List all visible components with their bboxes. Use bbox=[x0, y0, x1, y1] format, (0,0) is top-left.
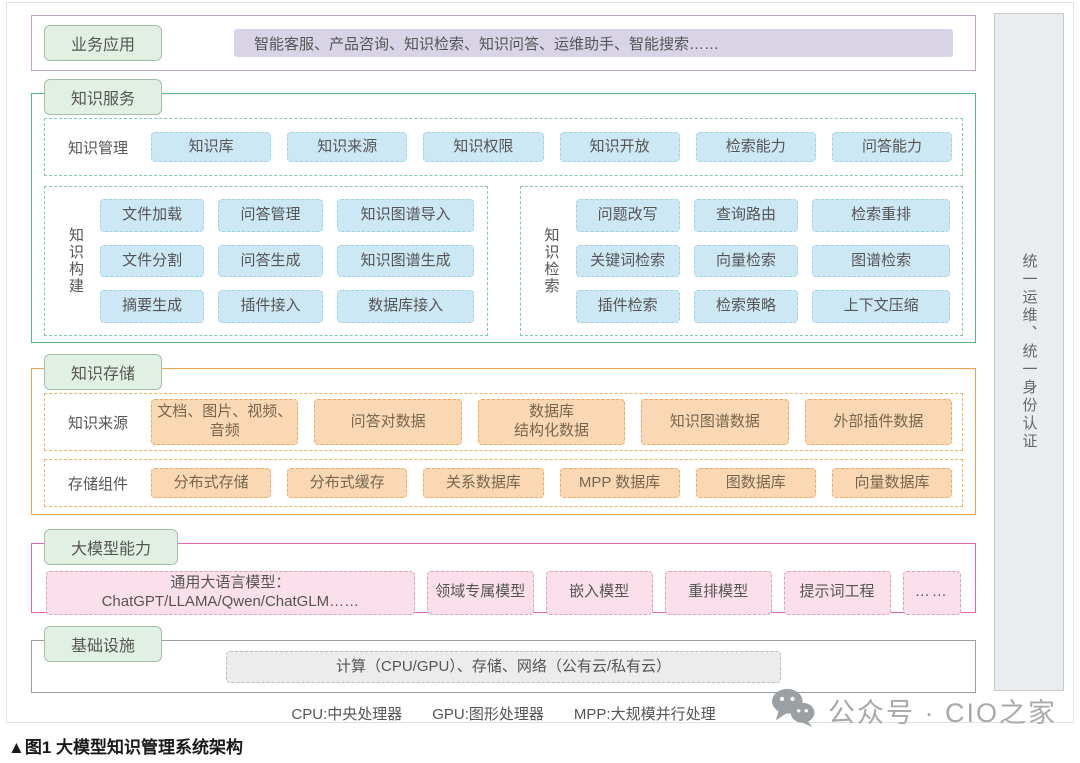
llm-capability-item: 通用大语言模型：ChatGPT/LLAMA/Qwen/ChatGLM…… bbox=[46, 571, 415, 615]
storage-component-item: 图数据库 bbox=[695, 468, 816, 498]
abbreviation-legend: CPU:中央处理器 GPU:图形处理器 MPP:大规模并行处理 bbox=[291, 706, 716, 723]
knowledge-sources-row-label: 知识来源 bbox=[67, 414, 128, 432]
knowledge-management-item: 知识来源 bbox=[287, 132, 408, 162]
storage-components-items: 分布式存储分布式缓存关系数据库 MPP 数据库图数据库向量数据库 bbox=[151, 468, 962, 498]
storage-components-row: 存储组件 分布式存储分布式缓存关系数据库 MPP 数据库图数据库向量数据库 bbox=[44, 459, 963, 507]
unified-ops-identity-bar: 统一运维、统一身份认证 bbox=[994, 13, 1064, 691]
knowledge-management-row-label: 知识管理 bbox=[67, 139, 128, 157]
infrastructure-content: 计算（CPU/GPU）、存储、网络（公有云/私有云） bbox=[226, 651, 781, 683]
storage-component-item: 关系数据库 bbox=[423, 468, 544, 498]
knowledge-management-item: 检索能力 bbox=[695, 132, 816, 162]
knowledge-build-item: 摘要生成 bbox=[100, 290, 205, 323]
knowledge-source-item: 外部插件数据 bbox=[804, 399, 953, 445]
knowledge-retrieval-item: 检索重排 bbox=[812, 199, 950, 232]
knowledge-retrieval-item: 向量检索 bbox=[693, 244, 799, 278]
watermark: 公众号 · CIO之家 bbox=[770, 687, 1057, 734]
knowledge-storage-section: 知识存储 知识来源 文档、图片、视频、 音频问答对数据数据库 结构化数据知识图谱… bbox=[31, 354, 976, 515]
knowledge-retrieval-item: 问题改写 bbox=[575, 199, 680, 232]
knowledge-build-item: 数据库接入 bbox=[336, 290, 475, 323]
knowledge-retrieval-grid: 问题改写查询路由检索重排关键词检索向量检索图谱检索插件检索检索策略上下文压缩 bbox=[575, 199, 951, 323]
storage-component-item: 分布式存储 bbox=[151, 468, 272, 498]
knowledge-sources-row: 知识来源 文档、图片、视频、 音频问答对数据数据库 结构化数据知识图谱数据外部插… bbox=[44, 393, 963, 451]
storage-component-item: 分布式缓存 bbox=[287, 468, 408, 498]
knowledge-retrieval-box: 知识检索 问题改写查询路由检索重排关键词检索向量检索图谱检索插件检索检索策略上下… bbox=[519, 186, 963, 336]
infrastructure-section: 基础设施 计算（CPU/GPU）、存储、网络（公有云/私有云） bbox=[31, 626, 976, 693]
storage-component-item: MPP 数据库 bbox=[559, 468, 680, 498]
figure-caption: ▲图1 大模型知识管理系统架构 bbox=[8, 738, 244, 757]
infrastructure-label: 基础设施 bbox=[44, 626, 163, 662]
knowledge-management-item: 知识权限 bbox=[423, 132, 544, 162]
watermark-text: 公众号 · CIO之家 bbox=[828, 698, 1057, 728]
wechat-icon bbox=[770, 687, 816, 734]
llm-capability-label: 大模型能力 bbox=[44, 529, 179, 565]
knowledge-build-grid: 文件加载问答管理知识图谱导入文件分割问答生成知识图谱生成摘要生成插件接入数据库接… bbox=[100, 199, 475, 323]
storage-component-item: 向量数据库 bbox=[831, 468, 953, 498]
knowledge-retrieval-item: 图谱检索 bbox=[812, 244, 950, 278]
knowledge-source-item: 知识图谱数据 bbox=[641, 399, 789, 445]
knowledge-build-item: 文件加载 bbox=[100, 199, 205, 232]
diagram-main-column: 业务应用 智能客服、产品咨询、知识检索、知识问答、运维助手、智能搜索…… 知识服… bbox=[31, 15, 976, 693]
business-application-section: 业务应用 智能客服、产品咨询、知识检索、知识问答、运维助手、智能搜索…… bbox=[31, 15, 976, 71]
knowledge-management-item: 知识开放 bbox=[559, 132, 680, 162]
knowledge-build-item: 文件分割 bbox=[100, 244, 205, 278]
knowledge-build-item: 知识图谱生成 bbox=[336, 244, 475, 278]
knowledge-retrieval-item: 查询路由 bbox=[693, 199, 799, 232]
unified-ops-identity-text: 统一运维、统一身份认证 bbox=[1020, 253, 1038, 451]
knowledge-build-box: 知识构建 文件加载问答管理知识图谱导入文件分割问答生成知识图谱生成摘要生成插件接… bbox=[44, 186, 488, 336]
llm-capability-item: 领域专属模型 bbox=[426, 571, 534, 615]
knowledge-build-item: 问答管理 bbox=[218, 199, 323, 232]
knowledge-build-label: 知识构建 bbox=[67, 227, 84, 295]
storage-components-row-label: 存储组件 bbox=[67, 475, 128, 493]
business-application-label: 业务应用 bbox=[44, 25, 163, 61]
service-sub-sections: 知识构建 文件加载问答管理知识图谱导入文件分割问答生成知识图谱生成摘要生成插件接… bbox=[44, 186, 963, 336]
knowledge-source-item: 问答对数据 bbox=[314, 399, 462, 445]
knowledge-management-item: 问答能力 bbox=[831, 132, 953, 162]
knowledge-retrieval-item: 上下文压缩 bbox=[812, 290, 950, 323]
knowledge-retrieval-item: 插件检索 bbox=[575, 290, 680, 323]
knowledge-service-label: 知识服务 bbox=[44, 79, 163, 115]
knowledge-build-item: 问答生成 bbox=[218, 244, 323, 278]
knowledge-retrieval-item: 关键词检索 bbox=[575, 244, 680, 278]
knowledge-management-items: 知识库知识来源知识权限知识开放检索能力问答能力 bbox=[151, 132, 962, 162]
knowledge-source-item: 数据库 结构化数据 bbox=[477, 399, 626, 445]
llm-capability-item: …… bbox=[902, 571, 961, 615]
business-application-content: 智能客服、产品咨询、知识检索、知识问答、运维助手、智能搜索…… bbox=[234, 29, 953, 57]
llm-capability-item: 提示词工程 bbox=[783, 571, 891, 615]
knowledge-management-row: 知识管理 知识库知识来源知识权限知识开放检索能力问答能力 bbox=[44, 118, 963, 176]
llm-capability-items: 通用大语言模型：ChatGPT/LLAMA/Qwen/ChatGLM……领域专属… bbox=[46, 571, 961, 615]
knowledge-source-item: 文档、图片、视频、 音频 bbox=[151, 399, 299, 445]
llm-capability-item: 嵌入模型 bbox=[545, 571, 653, 615]
knowledge-retrieval-label: 知识检索 bbox=[542, 227, 560, 295]
knowledge-retrieval-item: 检索策略 bbox=[693, 290, 799, 323]
llm-capability-section: 大模型能力 通用大语言模型：ChatGPT/LLAMA/Qwen/ChatGLM… bbox=[31, 529, 976, 615]
knowledge-service-section: 知识服务 知识管理 知识库知识来源知识权限知识开放检索能力问答能力 知识构建 文… bbox=[31, 79, 976, 343]
knowledge-management-item: 知识库 bbox=[151, 132, 272, 162]
knowledge-storage-label: 知识存储 bbox=[44, 354, 163, 390]
diagram-outer-frame: 业务应用 智能客服、产品咨询、知识检索、知识问答、运维助手、智能搜索…… 知识服… bbox=[6, 2, 1074, 728]
llm-capability-item: 重排模型 bbox=[664, 571, 772, 615]
knowledge-build-item: 知识图谱导入 bbox=[336, 199, 475, 232]
knowledge-build-item: 插件接入 bbox=[218, 290, 323, 323]
knowledge-sources-items: 文档、图片、视频、 音频问答对数据数据库 结构化数据知识图谱数据外部插件数据 bbox=[151, 399, 962, 445]
